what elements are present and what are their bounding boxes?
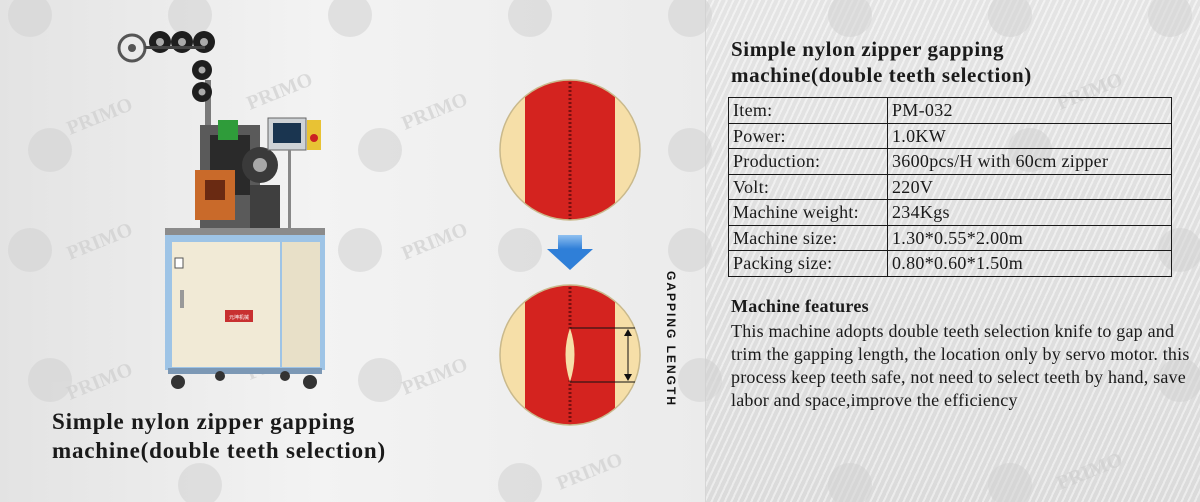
features-description: This machine adopts double teeth selecti… — [731, 321, 1190, 410]
spec-title-line: Simple nylon zipper gapping — [731, 37, 1005, 61]
spec-label: Production: — [728, 148, 888, 175]
spec-value: 1.0KW — [887, 122, 1172, 149]
spec-row: Production: 3600pcs/H with 60cm zipper — [728, 148, 1172, 175]
spec-value: 0.80*0.60*1.50m — [887, 250, 1172, 277]
spec-row: Packing size: 0.80*0.60*1.50m — [728, 250, 1172, 277]
gapping-length-label: GAPPING LENGTH — [664, 270, 678, 407]
spec-value: 220V — [887, 173, 1172, 200]
zipper-gapping-diagram — [499, 79, 641, 426]
spec-label: Power: — [728, 122, 888, 149]
spec-row: Machine weight: 234Kgs — [728, 199, 1172, 226]
spec-table: Item: PM-032 Power: 1.0KW Production: 36… — [728, 97, 1172, 277]
spec-label: Machine size: — [728, 224, 888, 251]
product-caption-line: Simple nylon zipper gapping — [52, 409, 356, 434]
spec-value: PM-032 — [887, 97, 1172, 124]
spec-value: 1.30*0.55*2.00m — [887, 224, 1172, 251]
spec-title: Simple nylon zipper gapping machine(doub… — [731, 36, 1181, 88]
machine-photo: 元坤机械 — [117, 31, 325, 389]
spec-row: Item: PM-032 — [728, 97, 1172, 124]
spec-label: Volt: — [728, 173, 888, 200]
spec-label: Packing size: — [728, 250, 888, 277]
spec-label: Item: — [728, 97, 888, 124]
product-caption: Simple nylon zipper gapping machine(doub… — [52, 407, 492, 465]
product-caption-line: machine(double teeth selection) — [52, 438, 386, 463]
features-heading: Machine features — [731, 296, 869, 316]
spec-row: Volt: 220V — [728, 173, 1172, 200]
panel-label: 元坤机械 — [229, 314, 249, 321]
spec-title-line: machine(double teeth selection) — [731, 63, 1032, 87]
spec-value: 234Kgs — [887, 199, 1172, 226]
spec-value: 3600pcs/H with 60cm zipper — [887, 148, 1172, 175]
spec-label: Machine weight: — [728, 199, 888, 226]
spec-row: Power: 1.0KW — [728, 122, 1172, 149]
spec-row: Machine size: 1.30*0.55*2.00m — [728, 224, 1172, 251]
